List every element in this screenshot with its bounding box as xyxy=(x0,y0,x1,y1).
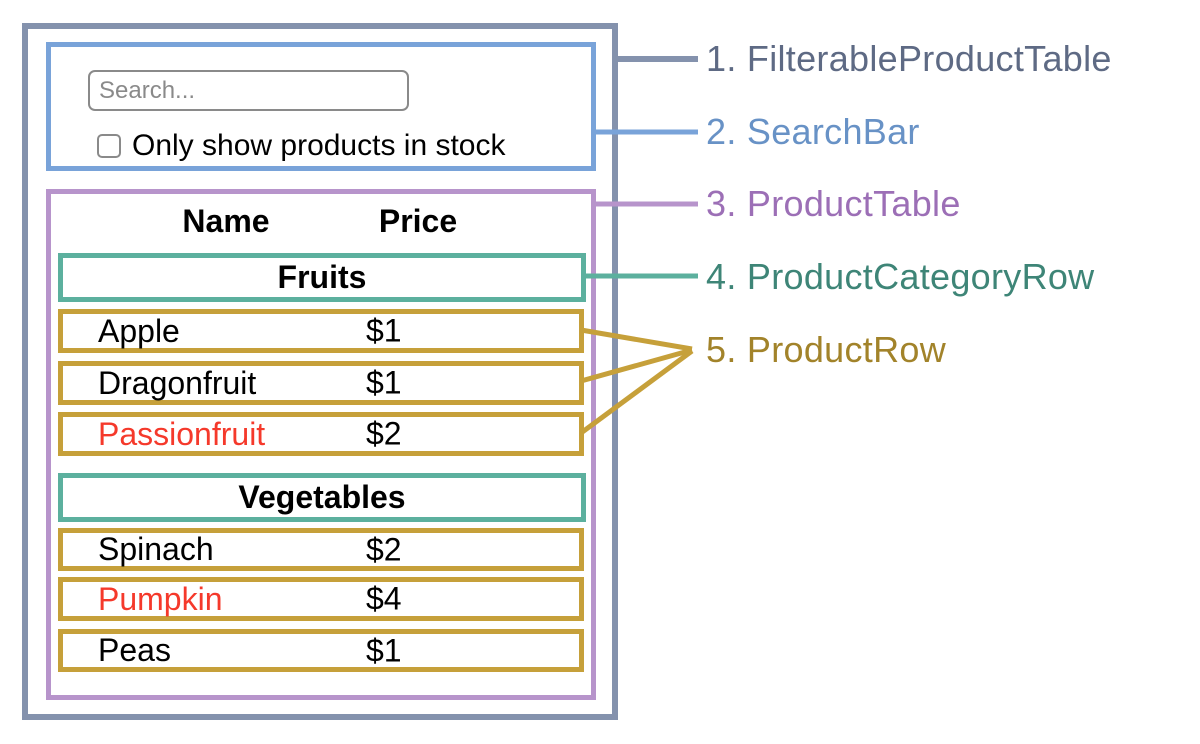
product-row-dragonfruit: Dragonfruit $1 xyxy=(58,361,584,405)
product-name: Spinach xyxy=(98,531,214,567)
product-price: $4 xyxy=(366,580,402,617)
label-product-row: 5. ProductRow xyxy=(706,329,947,370)
product-row-peas: Peas $1 xyxy=(58,629,584,672)
search-bar-box: Only show products in stock xyxy=(46,42,596,171)
product-name: Apple xyxy=(98,312,180,349)
product-name: Passionfruit xyxy=(98,415,266,452)
product-price: $2 xyxy=(366,415,402,452)
category-label: Vegetables xyxy=(238,479,406,515)
product-row-apple: Apple $1 xyxy=(58,309,584,353)
filterable-product-table-box: Only show products in stock Name Price F… xyxy=(22,23,618,720)
product-row-passionfruit: Passionfruit $2 xyxy=(58,412,584,456)
in-stock-checkbox-label: Only show products in stock xyxy=(132,129,506,162)
product-category-row-fruits: Fruits xyxy=(58,253,586,302)
product-price: $2 xyxy=(366,531,402,567)
product-category-row-vegetables: Vegetables xyxy=(58,473,586,522)
label-product-table: 3. ProductTable xyxy=(706,183,961,224)
category-label: Fruits xyxy=(277,259,367,295)
product-price: $1 xyxy=(366,632,402,668)
product-table-box: Name Price Fruits Apple $1 Dragonfruit $… xyxy=(46,189,596,700)
product-name: Peas xyxy=(98,632,171,668)
product-row-spinach: Spinach $2 xyxy=(58,528,584,571)
label-search-bar: 2. SearchBar xyxy=(706,111,920,152)
in-stock-checkbox[interactable] xyxy=(97,134,121,158)
label-product-category-row: 4. ProductCategoryRow xyxy=(706,256,1095,297)
label-filterable-product-table: 1. FilterableProductTable xyxy=(706,38,1112,79)
product-price: $1 xyxy=(366,312,402,349)
product-price: $1 xyxy=(366,364,402,401)
search-input[interactable] xyxy=(88,70,409,111)
product-row-pumpkin: Pumpkin $4 xyxy=(58,577,584,621)
product-name: Dragonfruit xyxy=(98,364,257,401)
product-name: Pumpkin xyxy=(98,580,223,617)
column-header-name: Name xyxy=(182,203,270,239)
column-header-price: Price xyxy=(378,203,458,239)
